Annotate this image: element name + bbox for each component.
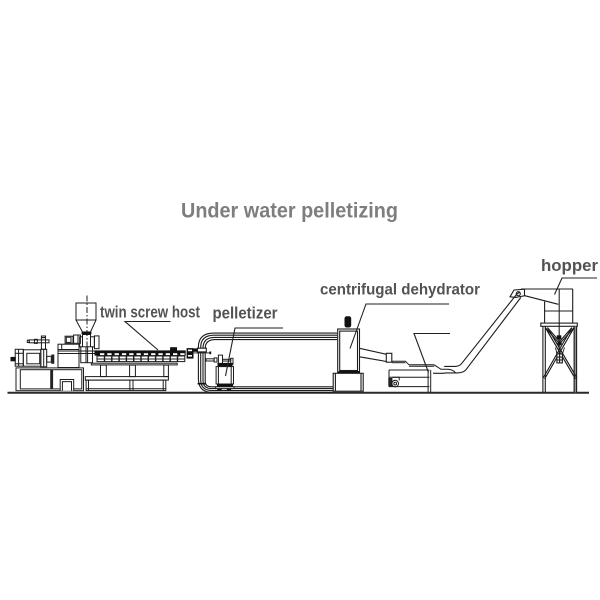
svg-text:centrifugal dehydrator: centrifugal dehydrator <box>320 281 480 298</box>
svg-text:pelletizer: pelletizer <box>213 305 279 323</box>
svg-text:Under water pelletizing: Under water pelletizing <box>181 199 398 223</box>
svg-text:twin screw host: twin screw host <box>100 304 200 322</box>
svg-text:hopper: hopper <box>541 257 599 275</box>
